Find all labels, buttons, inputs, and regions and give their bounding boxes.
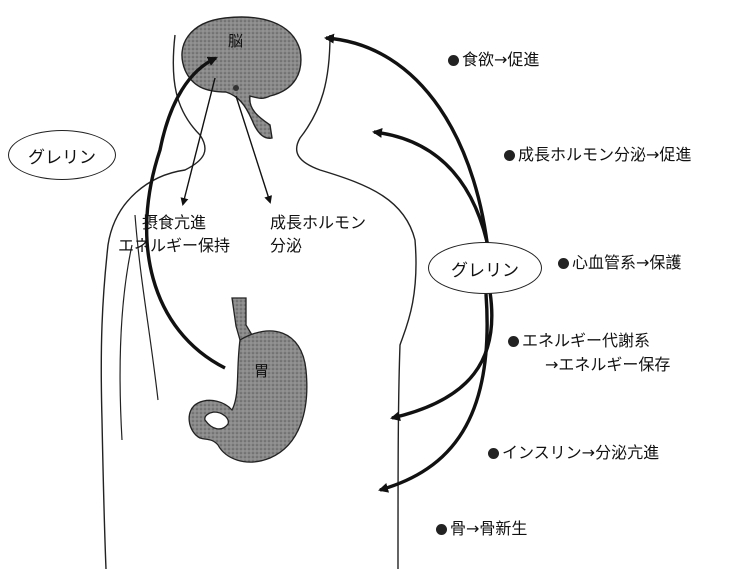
effect-bone: 骨→骨新生: [436, 519, 527, 538]
effect-energy-sub: →エネルギー保存: [545, 355, 670, 374]
bullet-icon: [504, 150, 515, 161]
effect-energy-text: エネルギー代謝系: [522, 331, 650, 350]
feeding-line-1: 摂食亢進: [142, 213, 206, 232]
growth-line-2: 分泌: [270, 236, 302, 255]
bullet-icon: [488, 448, 499, 459]
effect-cardiovascular: 心血管系→保護: [558, 253, 681, 272]
growth-line-1: 成長ホルモン: [270, 213, 366, 232]
brainstem-dot: [233, 85, 239, 91]
ghrelin-right-label: グレリン: [451, 256, 519, 281]
effect-appetite: 食欲→促進: [448, 50, 539, 69]
brain-label: 脳: [228, 32, 243, 50]
body-outline: [101, 35, 416, 569]
ghrelin-left-oval: グレリン: [8, 130, 116, 180]
effect-insulin-text: インスリン→分泌亢進: [502, 443, 659, 462]
brain-to-feeding-arrow: [183, 78, 215, 204]
bullet-icon: [448, 55, 459, 66]
feeding-line-2: エネルギー保持: [118, 236, 230, 255]
arrow-appetite: [326, 38, 490, 270]
effect-energy: エネルギー代謝系: [508, 331, 650, 350]
effect-appetite-text: 食欲→促進: [462, 50, 539, 69]
stomach-label: 胃: [254, 362, 269, 380]
ghrelin-left-label: グレリン: [28, 143, 96, 168]
arrow-insulin: [380, 294, 487, 490]
effect-growth-hormone-text: 成長ホルモン分泌→促進: [518, 145, 691, 164]
stomach-shape: [189, 331, 307, 462]
effect-cardiovascular-text: 心血管系→保護: [572, 253, 681, 272]
effect-insulin: インスリン→分泌亢進: [488, 443, 659, 462]
effect-bone-text: 骨→骨新生: [450, 519, 527, 538]
bullet-icon: [558, 258, 569, 269]
esophagus-shape: [232, 298, 252, 340]
bullet-icon: [508, 336, 519, 347]
bullet-icon: [436, 524, 447, 535]
effect-growth-hormone: 成長ホルモン分泌→促進: [504, 145, 691, 164]
ghrelin-right-oval: グレリン: [428, 242, 542, 294]
